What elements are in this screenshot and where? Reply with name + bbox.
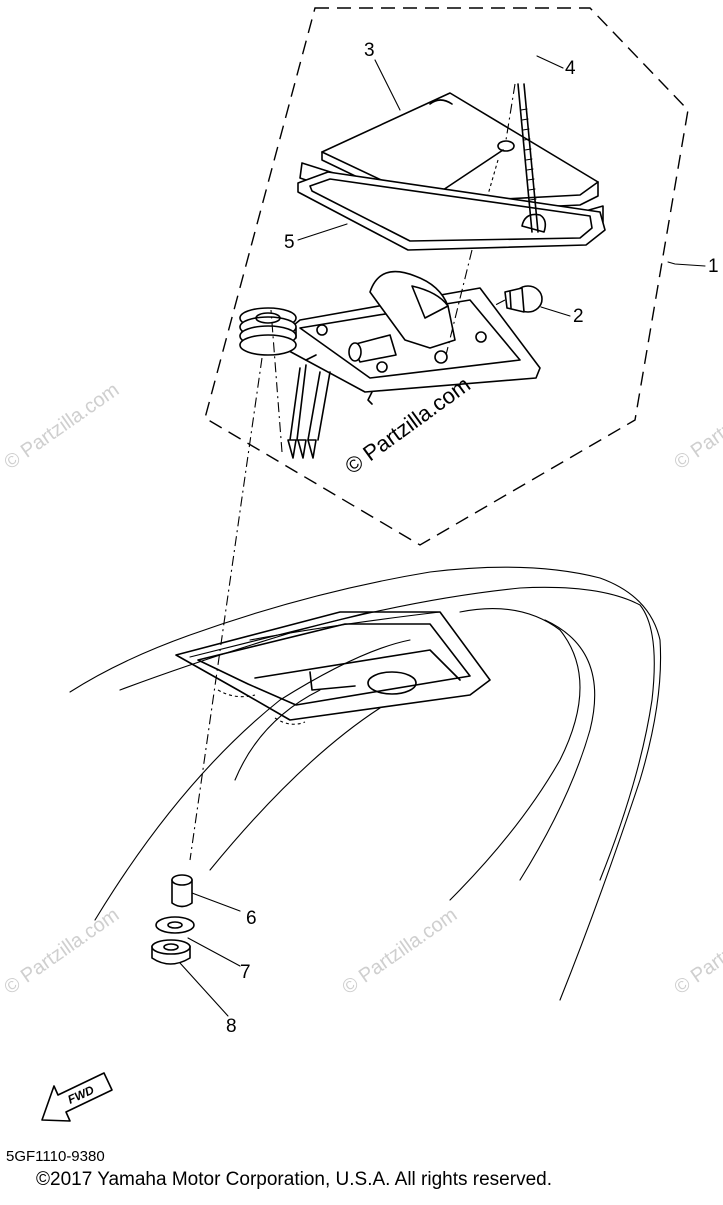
assembly-boundary bbox=[204, 7, 689, 546]
part-4-screw bbox=[505, 83, 547, 233]
lamp-wires bbox=[287, 364, 331, 459]
leader-lines bbox=[179, 55, 706, 1017]
part-5-gasket bbox=[297, 171, 606, 251]
watermark-bottom-left: © Partzilla.com bbox=[0, 904, 123, 999]
copyright-notice: ©2017 Yamaha Motor Corporation, U.S.A. A… bbox=[36, 1169, 552, 1190]
callout-4: 4 bbox=[565, 58, 576, 79]
watermark-left: © Partzilla.com bbox=[0, 379, 123, 474]
callout-8: 8 bbox=[226, 1016, 237, 1037]
callout-6: 6 bbox=[246, 908, 257, 929]
deck-recess bbox=[175, 611, 491, 725]
part-6-collar bbox=[171, 874, 193, 908]
callout-3: 3 bbox=[364, 40, 375, 61]
callout-1: 1 bbox=[708, 256, 719, 277]
watermark-right: © Partzilla.com bbox=[670, 379, 723, 474]
lamp-housing bbox=[277, 249, 541, 405]
deck-body bbox=[69, 566, 662, 1001]
diagram-part-code: 5GF1110-9380 bbox=[6, 1148, 105, 1165]
callout-7: 7 bbox=[240, 962, 251, 983]
part-2-bulb bbox=[469, 285, 543, 319]
callout-5: 5 bbox=[284, 232, 295, 253]
part-8-nut bbox=[151, 939, 191, 965]
part-7-washer bbox=[155, 916, 195, 934]
watermark-bottom-center: © Partzilla.com bbox=[338, 904, 461, 999]
callout-2: 2 bbox=[573, 306, 584, 327]
watermark-bottom-right: © Partzilla.com bbox=[670, 904, 723, 999]
fwd-arrow-icon: FWD bbox=[41, 1072, 113, 1122]
grommet bbox=[189, 307, 297, 861]
